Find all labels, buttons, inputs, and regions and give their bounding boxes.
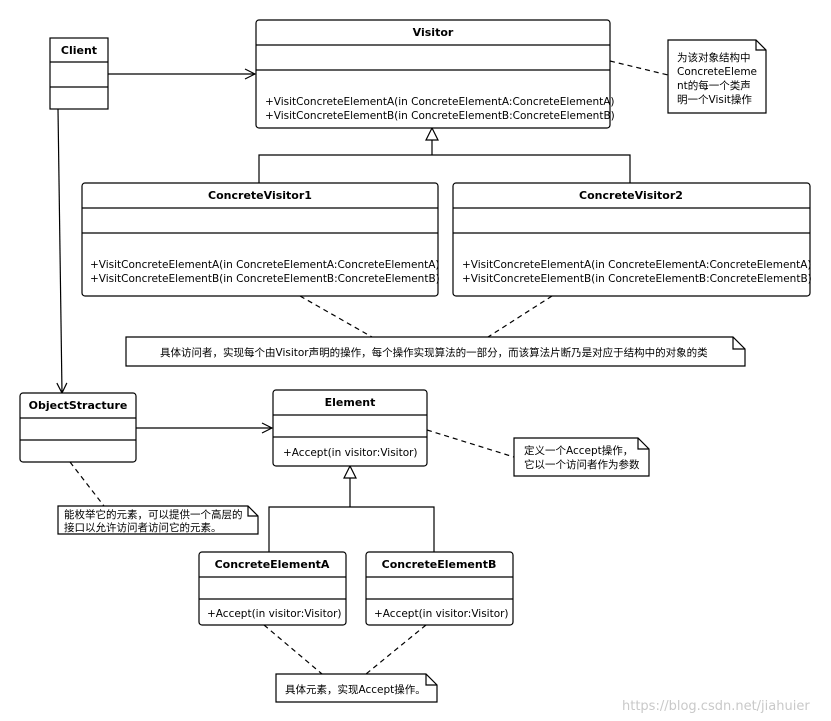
class-concrete-element-b-name: ConcreteElementB [382,558,497,571]
note-element-line-1: 定义一个Accept操作， [524,444,633,457]
concrete-element-b-operation-accept: +Accept(in visitor:Visitor) [374,608,509,620]
concrete-visitor1-operation-a: +VisitConcreteElementA(in ConcreteElemen… [90,259,440,271]
class-concrete-element-a[interactable]: ConcreteElementA +Accept(in visitor:Visi… [198,551,347,626]
class-concrete-visitor2[interactable]: ConcreteVisitor2 +VisitConcreteElementA(… [452,182,812,297]
class-visitor[interactable]: Visitor +VisitConcreteElementA(in Concre… [255,19,615,129]
class-client[interactable]: Client [49,37,109,110]
note-object-structure: 能枚举它的元素，可以提供一个高层的 接口以允许访问者访问它的元素。 [57,505,259,535]
note-visitor-line-3: nt的每一个类声 [677,79,751,92]
note-visitor-line-4: 明一个Visit操作 [677,93,752,106]
concrete-element-a-note-connector [263,624,323,675]
note-visitor-line-2: ConcreteEleme [677,66,757,78]
class-client-name: Client [61,44,97,57]
class-object-structure[interactable]: ObjectStracture [19,392,137,463]
class-concrete-element-a-name: ConcreteElementA [215,558,330,571]
watermark-text: https://blog.csdn.net/jiahuier [622,699,810,714]
objectstructure-note-connector [69,461,105,507]
note-visitor-line-1: 为该对象结构中 [677,51,751,64]
class-concrete-element-b[interactable]: ConcreteElementB +Accept(in visitor:Visi… [365,551,514,626]
concrete-visitor2-operation-a: +VisitConcreteElementA(in ConcreteElemen… [462,259,812,271]
concrete-visitor1-note-connector [299,295,373,338]
client-to-objectstructure-association [58,108,62,393]
visitor-operation-a: +VisitConcreteElementA(in ConcreteElemen… [265,96,615,108]
element-generalization-connector [268,506,435,552]
concrete-element-b-note-connector [365,624,427,675]
class-concrete-visitor1[interactable]: ConcreteVisitor1 +VisitConcreteElementA(… [81,182,440,297]
concrete-visitor2-note-connector [487,295,553,338]
note-object-structure-line-2: 接口以允许访问者访问它的元素。 [64,521,222,534]
note-concrete-element-line-1: 具体元素，实现Accept操作。 [285,683,426,696]
class-element[interactable]: Element +Accept(in visitor:Visitor) [272,389,428,467]
visitor-note-connector [609,60,669,76]
concrete-visitor1-operation-b: +VisitConcreteElementB(in ConcreteElemen… [90,273,440,285]
class-visitor-name: Visitor [413,26,454,39]
element-note-connector [426,429,515,458]
note-object-structure-line-1: 能枚举它的元素，可以提供一个高层的 [64,508,243,521]
visitor-operation-b: +VisitConcreteElementB(in ConcreteElemen… [265,110,615,122]
class-concrete-visitor2-name: ConcreteVisitor2 [579,189,683,202]
note-visitor: 为该对象结构中 ConcreteEleme nt的每一个类声 明一个Visit操… [667,39,767,114]
class-object-structure-name: ObjectStracture [29,399,128,412]
note-concrete-visitor: 具体访问者，实现每个由Visitor声明的操作，每个操作实现算法的一部分，而该算… [125,336,746,367]
concrete-element-a-operation-accept: +Accept(in visitor:Visitor) [207,608,342,620]
class-element-name: Element [325,396,376,409]
note-element: 定义一个Accept操作， 它以一个访问者作为参数 [513,437,650,477]
class-concrete-visitor1-name: ConcreteVisitor1 [208,189,312,202]
visitor-generalization-connector [258,154,631,183]
note-concrete-element: 具体元素，实现Accept操作。 [275,673,438,703]
concrete-visitor2-operation-b: +VisitConcreteElementB(in ConcreteElemen… [462,273,812,285]
element-operation-accept: +Accept(in visitor:Visitor) [283,447,418,459]
note-concrete-visitor-line-1: 具体访问者，实现每个由Visitor声明的操作，每个操作实现算法的一部分，而该算… [160,346,708,359]
note-element-line-2: 它以一个访问者作为参数 [524,458,640,471]
